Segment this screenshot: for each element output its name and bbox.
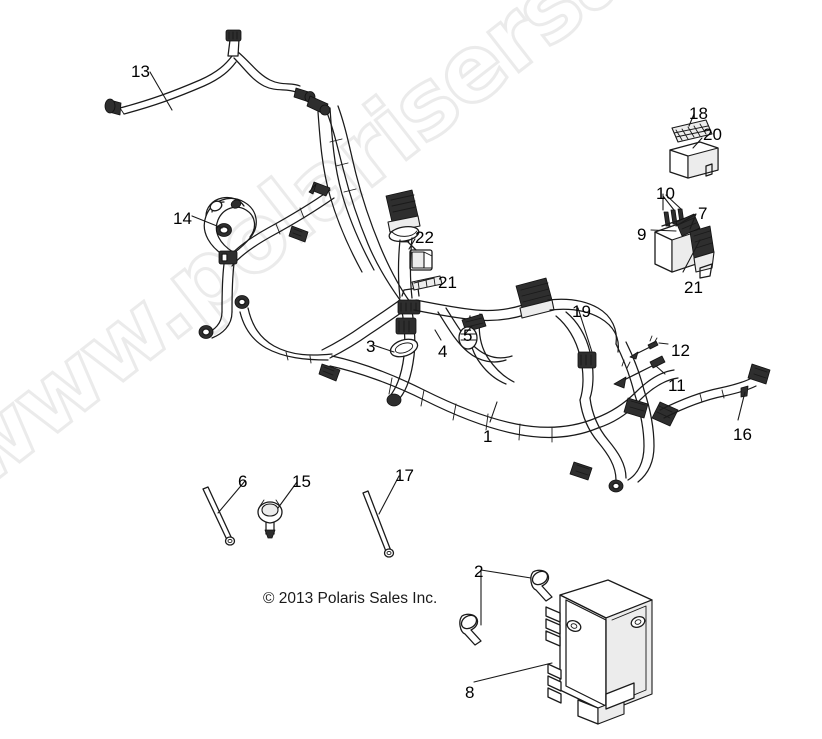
copyright-notice: © 2013 Polaris Sales Inc. xyxy=(263,590,438,607)
part-6-cable-tie xyxy=(202,486,236,546)
callout-fuse-block-body: 9 xyxy=(637,225,647,244)
callout-fuse-connector-strip: 18 xyxy=(689,104,708,123)
callout-harness-clip: 15 xyxy=(292,472,311,491)
part-20-relay-box xyxy=(669,141,719,179)
callout-terminal-pin-small: 12 xyxy=(671,341,690,360)
part-8-ecu-control-module xyxy=(545,579,653,725)
callout-fuse-block-cover: 7 xyxy=(698,204,708,223)
callout-cable-clip: 16 xyxy=(733,425,752,444)
callout-connector-cap: 22 xyxy=(415,228,434,247)
callout-relay-box: 20 xyxy=(703,125,722,144)
callout-terminal-pin-large: 11 xyxy=(668,376,686,395)
part-11-terminal-pin-large xyxy=(613,355,666,389)
callout-fuse-terminals: 10 xyxy=(656,184,675,203)
part-18-fuse-strip xyxy=(671,119,713,143)
callout-inline-connector: 5 xyxy=(463,326,473,345)
callout-grommet: 3 xyxy=(366,337,376,356)
callout-push-rivet: 2 xyxy=(474,562,484,581)
callout-harness-loop-left: 14 xyxy=(173,209,192,228)
callout-harness-branch-upper-left: 13 xyxy=(131,62,150,81)
callout-main-wiring-harness: 1 xyxy=(483,427,493,446)
part-1-main-harness xyxy=(198,95,771,493)
callout-cable-tie-long: 6 xyxy=(238,472,248,491)
callout-harness-branch-right: 19 xyxy=(572,302,591,321)
part-17-cable-tie xyxy=(362,490,395,558)
part-15-harness-clip xyxy=(257,499,283,539)
callout-leader-lines xyxy=(149,71,746,683)
callout-connector-boot-center: 21 xyxy=(438,273,457,292)
part-12-terminal-pin-small xyxy=(629,335,659,360)
callout-connector-boot-right: 21 xyxy=(684,278,703,297)
part-2-push-rivets xyxy=(459,569,553,646)
callout-ecu-control-module: 8 xyxy=(465,683,475,702)
callout-cable-tie-short: 17 xyxy=(395,466,414,485)
callout-connector-lower-center: 4 xyxy=(438,342,448,361)
